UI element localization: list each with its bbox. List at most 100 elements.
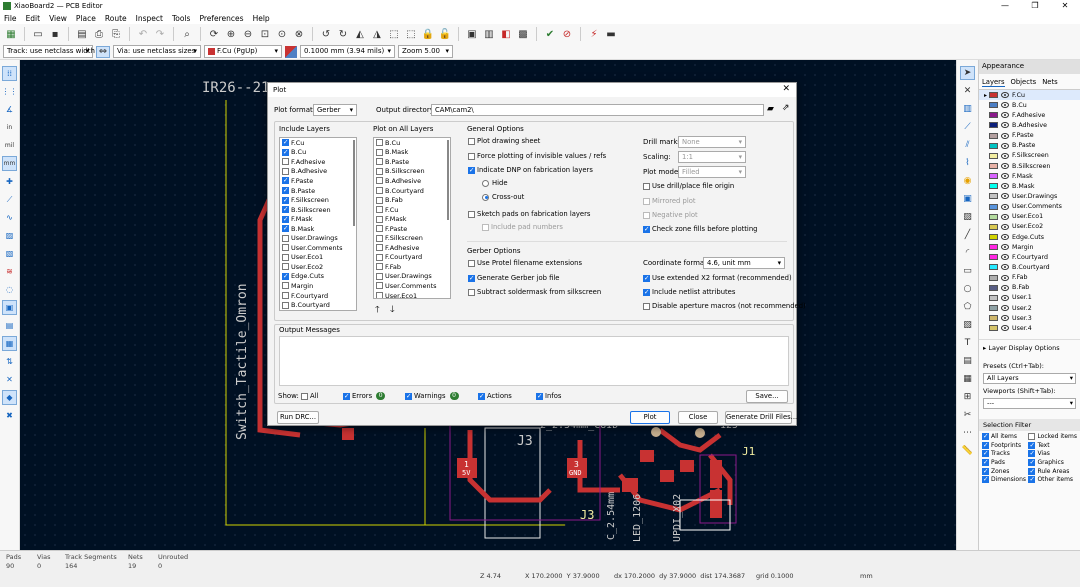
- layer-row[interactable]: User.2: [979, 303, 1080, 313]
- visibility-eye-icon[interactable]: [1001, 294, 1009, 301]
- layer-list-item[interactable]: F.Cu: [280, 138, 356, 148]
- drc-icon[interactable]: ✔: [545, 28, 555, 40]
- zoom-select[interactable]: Zoom 5.00: [398, 45, 453, 58]
- extended-x2-checkbox[interactable]: Use extended X2 format (recommended): [643, 274, 792, 282]
- tools-icon[interactable]: ✖: [6, 411, 13, 420]
- layer-list-item[interactable]: B.Cu: [374, 138, 450, 148]
- folder-icon[interactable]: ▰: [767, 104, 774, 114]
- layer-row[interactable]: B.Paste: [979, 141, 1080, 151]
- layer-row[interactable]: B.Cu: [979, 100, 1080, 110]
- use-drill-origin-checkbox[interactable]: Use drill/place file origin: [643, 182, 734, 190]
- visibility-eye-icon[interactable]: [1001, 223, 1009, 230]
- draw-polygon-icon[interactable]: ⬠: [963, 302, 972, 312]
- visibility-eye-icon[interactable]: [1001, 203, 1009, 210]
- pad-sketch-icon[interactable]: ◌: [6, 285, 13, 294]
- layer-list-item[interactable]: User.Eco1: [374, 291, 450, 298]
- design-rules-icon[interactable]: ◆: [2, 390, 17, 405]
- zoom-in-icon[interactable]: ⊕: [226, 28, 236, 40]
- selection-filter-item[interactable]: Locked items: [1028, 432, 1077, 441]
- selection-filter-item[interactable]: Rule Areas: [1028, 467, 1077, 476]
- layer-row[interactable]: B.Adhesive: [979, 120, 1080, 130]
- move-down-icon[interactable]: 🡓: [390, 305, 395, 315]
- draw-line-icon[interactable]: ╱: [964, 230, 971, 240]
- output-messages-area[interactable]: [279, 336, 789, 386]
- add-dimension-icon[interactable]: ⊞: [963, 392, 972, 402]
- layer-row[interactable]: Edge.Cuts: [979, 232, 1080, 242]
- visibility-eye-icon[interactable]: [1001, 244, 1009, 251]
- microwave-icon[interactable]: ✕: [6, 375, 13, 384]
- visibility-eye-icon[interactable]: [1001, 305, 1009, 312]
- mirrored-plot-checkbox[interactable]: Mirrored plot: [643, 197, 696, 205]
- layer-list-item[interactable]: F.Adhesive: [280, 157, 356, 167]
- layer-list-item[interactable]: F.Silkscreen: [280, 195, 356, 205]
- coord-format-select[interactable]: 4.6, unit mm: [703, 257, 785, 269]
- scripting-icon[interactable]: ⊘: [562, 28, 572, 40]
- layer-list-item[interactable]: B.Courtyard: [280, 300, 356, 310]
- find-icon[interactable]: ⌕: [184, 28, 190, 40]
- layer-select[interactable]: F.Cu (PgUp): [204, 45, 282, 58]
- zone-outline-icon[interactable]: ▨: [5, 231, 14, 240]
- visibility-eye-icon[interactable]: [1001, 112, 1009, 119]
- layer-list-item[interactable]: B.Mask: [374, 148, 450, 158]
- output-dir-input[interactable]: CAM\cam2\: [431, 104, 764, 116]
- force-invisible-checkbox[interactable]: Force plotting of invisible values / ref…: [468, 152, 606, 160]
- layer-list-item[interactable]: F.Courtyard: [280, 291, 356, 301]
- zoom-objects-icon[interactable]: ⊙: [277, 28, 287, 40]
- menu-help[interactable]: Help: [252, 13, 270, 23]
- layer-row[interactable]: User.Eco2: [979, 222, 1080, 232]
- visibility-eye-icon[interactable]: [1001, 142, 1009, 149]
- add-rule-area-icon[interactable]: ▨: [963, 212, 972, 222]
- tune-length-icon[interactable]: ⌇: [965, 158, 970, 168]
- layer-list-item[interactable]: User.Drawings: [280, 233, 356, 243]
- local-ratsnest-icon[interactable]: ✕: [963, 86, 972, 96]
- scrollbar[interactable]: [353, 140, 355, 226]
- layer-list-item[interactable]: User.Eco2: [280, 262, 356, 272]
- scaling-select[interactable]: 1:1: [678, 151, 746, 163]
- layer-row[interactable]: User.Eco1: [979, 212, 1080, 222]
- layer-color-swatch[interactable]: [989, 244, 998, 251]
- rotate-ccw-icon[interactable]: ↺: [321, 28, 331, 40]
- layer-list-item[interactable]: B.Adhesive: [280, 167, 356, 177]
- zoom-selection-icon[interactable]: ⊗: [294, 28, 304, 40]
- zoom-out-icon[interactable]: ⊖: [243, 28, 253, 40]
- layer-row[interactable]: F.Silkscreen: [979, 151, 1080, 161]
- gerber-job-file-checkbox[interactable]: Generate Gerber job file: [468, 274, 559, 282]
- visibility-eye-icon[interactable]: [1001, 183, 1009, 190]
- track-sketch-icon[interactable]: ▤: [5, 321, 14, 330]
- selection-filter-item[interactable]: Other items: [1028, 475, 1077, 484]
- layer-color-swatch[interactable]: [989, 284, 998, 291]
- track-width-select[interactable]: Track: use netclass width: [3, 45, 95, 58]
- visibility-eye-icon[interactable]: [1001, 254, 1009, 261]
- layer-color-swatch[interactable]: [989, 274, 998, 281]
- close-icon[interactable]: ✕: [782, 84, 790, 94]
- add-table-icon[interactable]: ▦: [963, 374, 972, 384]
- layer-row[interactable]: User.Drawings: [979, 191, 1080, 201]
- selection-filter-item[interactable]: Text: [1028, 441, 1077, 450]
- layer-row[interactable]: F.Adhesive: [979, 110, 1080, 120]
- layer-list-item[interactable]: F.Silkscreen: [374, 233, 450, 243]
- layer-row[interactable]: B.Courtyard: [979, 262, 1080, 272]
- layer-color-swatch[interactable]: [989, 112, 998, 119]
- flip-board-icon[interactable]: ⇅: [6, 357, 13, 366]
- add-image-icon[interactable]: ▧: [963, 320, 972, 330]
- plot-icon[interactable]: ⎘: [112, 28, 120, 40]
- update-pcb-icon[interactable]: ◧: [501, 28, 511, 40]
- minimize-icon[interactable]: —: [1001, 1, 1009, 10]
- layer-row[interactable]: User.1: [979, 293, 1080, 303]
- run-drc-button[interactable]: Run DRC...: [277, 411, 319, 424]
- layer-list-item[interactable]: User.Drawings: [374, 272, 450, 282]
- zoom-fit-icon[interactable]: ⊡: [260, 28, 270, 40]
- include-pad-numbers-checkbox[interactable]: Include pad numbers: [482, 223, 563, 231]
- layer-list-item[interactable]: Margin: [280, 281, 356, 291]
- layer-list-item[interactable]: User.Eco1: [280, 253, 356, 263]
- save-button[interactable]: Save...: [746, 390, 788, 403]
- viewports-select[interactable]: ---: [983, 398, 1076, 410]
- tab-nets[interactable]: Nets: [1042, 78, 1058, 86]
- visibility-eye-icon[interactable]: [1001, 274, 1009, 281]
- open-external-icon[interactable]: ⇗: [782, 103, 790, 113]
- menu-tools[interactable]: Tools: [171, 13, 191, 23]
- menu-inspect[interactable]: Inspect: [135, 13, 163, 23]
- layer-row[interactable]: User.Comments: [979, 202, 1080, 212]
